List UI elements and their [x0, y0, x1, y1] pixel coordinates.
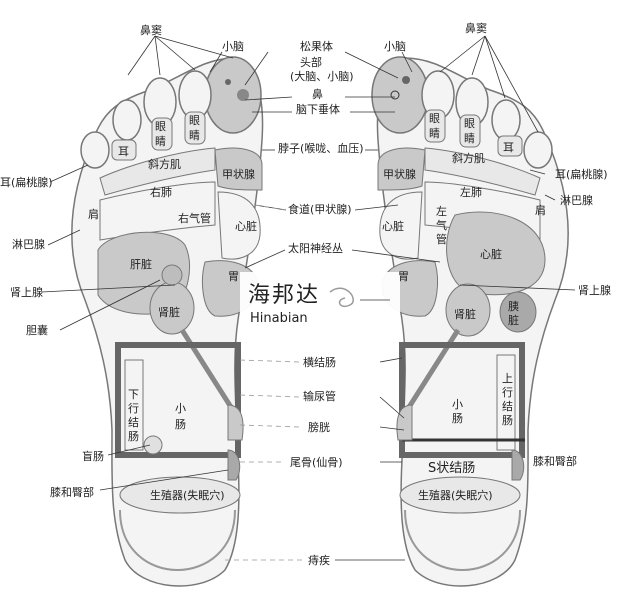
svg-text:睛: 睛 — [464, 132, 475, 145]
watermark: 海邦达 Hinabian — [240, 272, 400, 332]
zone-er-right: 耳 — [503, 141, 514, 154]
label-pangguang: 膀胱 — [308, 420, 330, 434]
zone-ganzang: 肝脏 — [130, 258, 152, 271]
zone-yanjing-left-2: 眼 — [189, 114, 200, 127]
label-toubu: 头部 — [300, 55, 322, 69]
label-shenshang-left: 肾上腺 — [10, 285, 43, 299]
svg-text:睛: 睛 — [429, 127, 440, 140]
label-dannang: 胆囊 — [26, 323, 48, 337]
label-xiaonao-left: 小脑 — [222, 40, 244, 53]
zone-yizang-1: 胰 — [508, 299, 519, 313]
zone-jian-left: 肩 — [88, 207, 99, 221]
zone-youfei: 右肺 — [150, 185, 172, 199]
zone-xinzang-left: 心脏 — [235, 220, 257, 233]
zone-zuofei: 左肺 — [460, 186, 482, 199]
zone-yanjing-right-1: 眼 — [429, 112, 440, 125]
svg-text:小: 小 — [452, 398, 463, 411]
zone-jian-right: 肩 — [535, 203, 546, 217]
zone-xiefangji-right: 斜方肌 — [452, 151, 485, 165]
label-weigu: 尾骨(仙骨) — [290, 456, 343, 469]
svg-text:睛: 睛 — [189, 129, 200, 142]
label-zhichuang: 痔疾 — [308, 553, 330, 567]
outer-labels: 鼻窦 鼻窦 小脑 小脑 松果体 头部 (大脑、小脑) 鼻 脑下垂体 脖子(喉咙、… — [0, 21, 611, 567]
zone-shengzhi-left: 生殖器(失眠穴) — [150, 488, 225, 502]
zone-xinzang-right: 心脏 — [480, 248, 502, 261]
zone-xinzang-right-small: 心脏 — [382, 220, 404, 233]
label-xiba-right: 膝和臀部 — [533, 454, 577, 468]
label-naoxia: 脑下垂体 — [296, 102, 340, 116]
label-shuniao: 输尿管 — [303, 389, 336, 403]
svg-text:行: 行 — [128, 402, 139, 415]
svg-text:肠: 肠 — [128, 430, 139, 443]
zone-xiachang-left-2: 肠 — [175, 418, 186, 431]
label-bidou-right: 鼻窦 — [465, 21, 487, 35]
watermark-cn: 海邦达 — [248, 283, 320, 308]
label-bozi: 脖子(喉咙、血压) — [278, 141, 364, 155]
svg-text:下: 下 — [128, 388, 139, 401]
zone-xiefangji-left: 斜方肌 — [148, 157, 181, 171]
svg-text:睛: 睛 — [155, 135, 166, 148]
zone-szhuang: S状结肠 — [428, 461, 475, 476]
label-mangchang: 盲肠 — [82, 449, 104, 463]
zone-jiazhuangxian-left: 甲状腺 — [222, 167, 255, 181]
left-toe-big — [204, 56, 262, 134]
label-linba-right: 淋巴腺 — [560, 193, 593, 207]
zone-shenzang-right: 肾脏 — [454, 308, 476, 321]
label-taiyang: 太阳神经丛 — [288, 241, 343, 255]
svg-text:结: 结 — [128, 416, 139, 429]
zone-xiachang-left-1: 小 — [175, 402, 186, 415]
zone-shengzhi-right: 生殖器(失眠穴) — [418, 488, 493, 502]
label-songguoti: 松果体 — [300, 39, 333, 53]
zone-labels: 耳 眼 睛 眼 睛 斜方肌 肩 右肺 右气管 甲状腺 心脏 肝脏 胃 肾脏 小 … — [88, 112, 546, 502]
label-shenshang-right: 肾上腺 — [578, 283, 611, 297]
zone-wei-left: 胃 — [228, 270, 239, 283]
zone-yanjing-right-2: 眼 — [464, 117, 475, 130]
label-xiba-left: 膝和臀部 — [50, 485, 94, 499]
zone-jiazhuangxian-right: 甲状腺 — [383, 167, 416, 181]
svg-text:气: 气 — [436, 218, 447, 232]
label-bi: 鼻 — [312, 87, 323, 101]
label-xiaonao-right: 小脑 — [384, 40, 406, 53]
svg-text:肠: 肠 — [502, 414, 513, 427]
zone-yizang-2: 脏 — [508, 314, 519, 327]
zone-shenzang-left: 肾脏 — [158, 306, 180, 319]
leader-lines — [41, 35, 576, 561]
svg-text:管: 管 — [436, 232, 447, 246]
svg-text:行: 行 — [502, 386, 513, 399]
svg-text:肠: 肠 — [452, 412, 463, 425]
label-hengjie: 横结肠 — [303, 355, 336, 369]
zone-youqiguan: 右气管 — [178, 211, 211, 225]
left-foot — [71, 56, 264, 587]
label-er-left: 耳(扁桃腺) — [0, 175, 53, 189]
watermark-en: Hinabian — [250, 311, 308, 326]
label-linba-left: 淋巴腺 — [12, 237, 45, 251]
zone-er-left: 耳 — [118, 145, 129, 158]
svg-text:左: 左 — [436, 205, 447, 218]
label-shidao: 食道(甲状腺) — [288, 202, 352, 216]
zone-wei-right: 胃 — [398, 270, 409, 283]
label-er-right: 耳(扁桃腺) — [555, 167, 608, 181]
svg-text:结: 结 — [502, 400, 513, 413]
zone-yanjing-left-1: 眼 — [155, 120, 166, 133]
svg-text:上: 上 — [502, 372, 513, 385]
label-bidou-left: 鼻窦 — [140, 23, 162, 37]
label-toubu-sub: (大脑、小脑) — [290, 69, 354, 83]
